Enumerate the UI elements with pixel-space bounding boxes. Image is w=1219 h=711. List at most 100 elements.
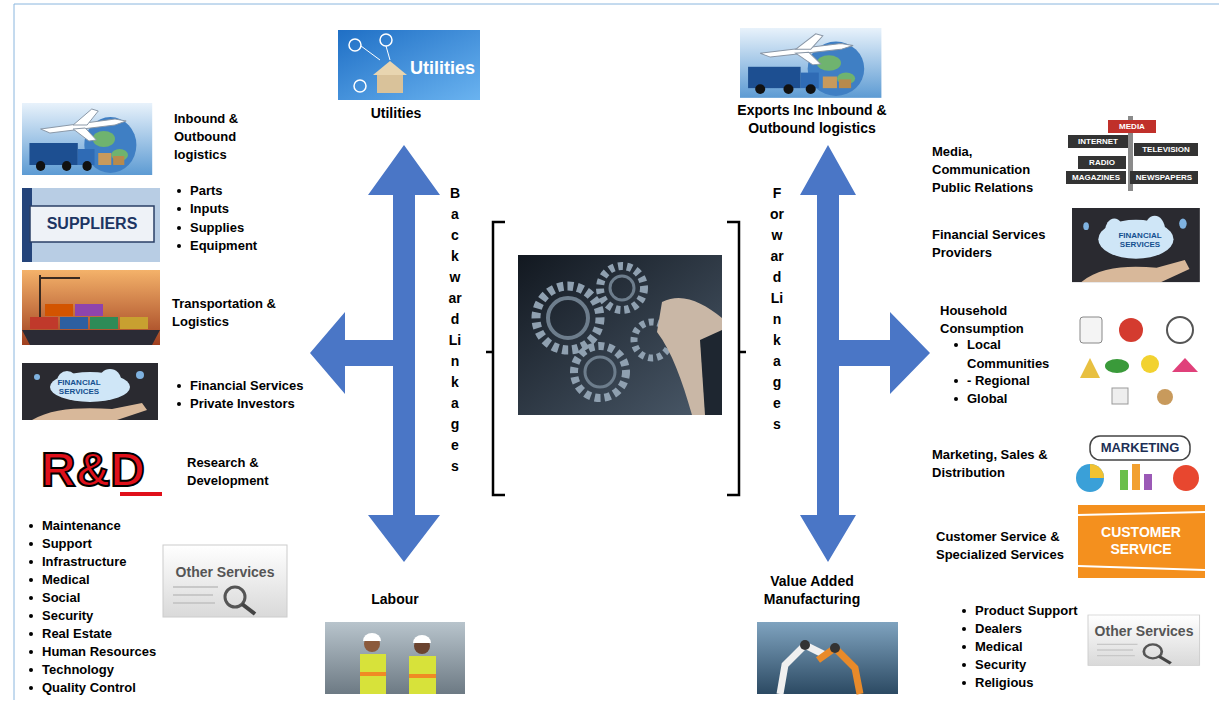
manufacturing-picture-part [757, 622, 898, 694]
bullet-item: - Regional [967, 372, 1067, 390]
icon-text: SUPPLIERS [32, 214, 152, 234]
media-signpost-picture-part [1078, 156, 1126, 169]
household-items-picture-part [1112, 388, 1128, 404]
icon-text: MARKETING [1090, 436, 1190, 460]
bullet-item: Infrastructure [42, 553, 160, 571]
illustration-part [22, 363, 158, 420]
bullet-dot [177, 207, 181, 211]
household-items-picture-part [1157, 389, 1173, 405]
vertical-label: Forward Linkages [770, 183, 784, 435]
household-items-picture-part [1119, 318, 1143, 342]
household-items-picture-part [1172, 358, 1198, 372]
illustration-part [1088, 615, 1200, 665]
household-items-picture-part [1080, 358, 1100, 378]
gears-picture-part [518, 255, 722, 415]
workers-picture-part [360, 672, 386, 676]
customer-service-picture-part [1078, 505, 1205, 578]
item-label: Customer Service & Specialized Services [936, 528, 1074, 564]
gears-picture-part [600, 266, 644, 310]
customer-service-picture-part [1078, 512, 1205, 515]
forward-linkages-arrow-part [800, 145, 930, 562]
port-picture-part [40, 277, 80, 279]
icon-text: R&D [24, 443, 162, 497]
workers-picture-part [413, 635, 431, 643]
utilities-picture-part [361, 46, 380, 60]
marketing-picture-part [1090, 436, 1190, 460]
workers-picture [325, 622, 465, 694]
media-signpost-picture-part [1066, 114, 1199, 191]
caption: Labour [345, 590, 445, 608]
bullet-dot [177, 244, 181, 248]
marketing-picture-part [1076, 464, 1104, 492]
port-picture-part [22, 270, 160, 345]
bullet-dot [29, 542, 33, 546]
item-label: Research & Development [187, 454, 287, 490]
customer-service-picture-part [1078, 566, 1205, 570]
backward-linkages-arrow-part [310, 145, 440, 562]
media-signpost-picture [1066, 114, 1199, 191]
bullet-dot [954, 343, 958, 347]
bullet-item: Equipment [190, 237, 290, 255]
bullet-item: Medical [42, 571, 160, 589]
bullet-item: Supplies [190, 219, 290, 237]
bullet-dot [962, 627, 966, 631]
sign-text: RADIO [1078, 156, 1126, 169]
sign-text: NEWSPAPERS [1130, 171, 1198, 184]
utilities-picture-part [377, 75, 403, 93]
bullet-dot [29, 650, 33, 654]
item-label: Inbound & Outbound logistics [174, 110, 259, 164]
icon-text: FINANCIAL SERVICES [50, 378, 108, 396]
bullet-dot [962, 663, 966, 667]
manufacturing-picture-part [780, 645, 825, 694]
port-picture [22, 270, 160, 345]
workers-picture-part [409, 656, 436, 694]
workers-picture-part [325, 622, 465, 694]
manufacturing-picture-part [800, 640, 810, 650]
marketing-picture-part [1072, 418, 1205, 495]
bullet-item: Security [42, 607, 167, 625]
marketing-picture [1072, 418, 1205, 495]
caption: Exports Inc Inbound & Outbound logistics [724, 101, 900, 137]
bullet-dot [962, 681, 966, 685]
item-label: Household Consumption [940, 302, 1060, 338]
bullet-item: Security [975, 656, 1083, 674]
bullet-item: Religious [975, 674, 1083, 692]
bullet-item: Real Estate [42, 625, 167, 643]
gears-picture-part [610, 276, 634, 300]
icon-text: CUSTOMER SERVICE [1082, 524, 1200, 558]
utilities-picture-part [386, 46, 390, 60]
port-picture-part [60, 317, 88, 329]
gears-picture [518, 255, 722, 415]
bullet-item: Dealers [975, 620, 1083, 638]
household-items-picture-part [1075, 312, 1205, 410]
illustration-part [163, 545, 287, 617]
item-label: Communities [967, 355, 1067, 373]
sign-text: INTERNET [1068, 135, 1128, 148]
frame-part [14, 4, 15, 700]
illustration-part [740, 28, 881, 98]
bullet-dot [29, 632, 33, 636]
bullet-dot [29, 560, 33, 564]
bullet-dot [962, 645, 966, 649]
illustration-part [1072, 208, 1200, 282]
icon-text: Utilities [410, 57, 482, 79]
caption: Utilities [346, 104, 446, 122]
media-signpost-picture-part [1130, 171, 1198, 184]
workers-picture-part [409, 674, 436, 678]
port-picture-part [30, 317, 58, 329]
bullet-dot [177, 402, 181, 406]
brackets [486, 222, 746, 495]
workers-picture-part [363, 633, 381, 641]
bullet-item: Local [967, 336, 1067, 354]
workers-picture-part [360, 654, 386, 694]
utilities-picture-part [354, 80, 366, 92]
suppliers-picture-part [22, 188, 160, 262]
bullet-item: Parts [190, 182, 290, 200]
gears-picture-part [548, 298, 588, 338]
suppliers-picture [22, 188, 160, 262]
port-picture-part [22, 330, 160, 345]
rd-picture-part [22, 440, 165, 500]
bullet-dot [29, 578, 33, 582]
bullet-item: Medical [975, 638, 1083, 656]
